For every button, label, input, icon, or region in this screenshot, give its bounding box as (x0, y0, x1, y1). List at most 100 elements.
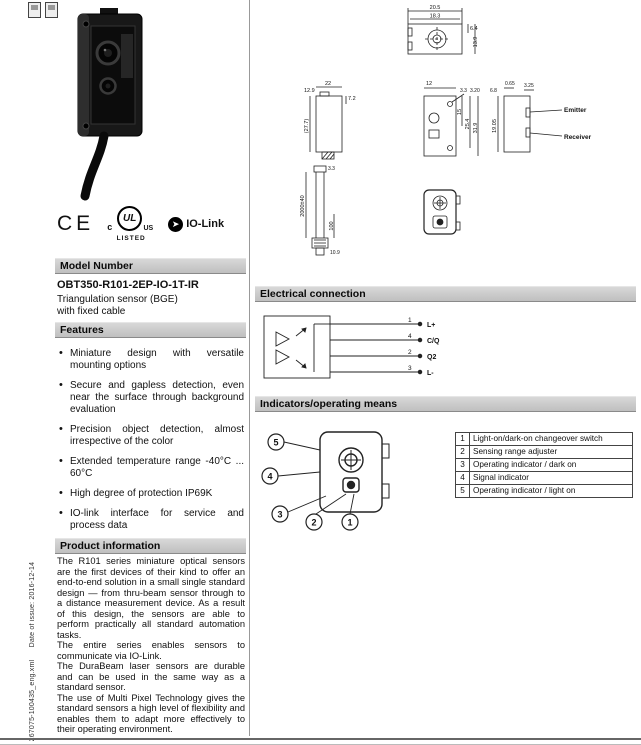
dim-label: 7.2 (348, 96, 356, 102)
pin-label: Q2 (427, 354, 436, 361)
dim-label: 3.3 (328, 166, 335, 172)
mount-hole-top (82, 20, 90, 28)
lens-glint (103, 48, 107, 52)
pin-label: C/Q (427, 338, 440, 345)
indicators-drawing: 5 4 3 2 1 (261, 431, 390, 531)
callout-3: 3 (277, 510, 282, 520)
ul-listed-icon: c UL US LISTED (107, 206, 155, 242)
sensor-side (78, 14, 89, 136)
header-icon-1 (28, 2, 41, 18)
dim-label: 0.65 (505, 81, 515, 87)
pin-number: 2 (408, 349, 412, 356)
section-header-model-number: Model Number (55, 258, 246, 274)
receiver-label: Receiver (564, 134, 592, 141)
indicator-number: 5 (455, 484, 470, 498)
feature-item: High degree of protection IP69K (57, 487, 244, 500)
dim-label: (27.7) (304, 119, 310, 134)
dim-label: 6.4 (470, 26, 478, 32)
io-link-label: IO-Link (186, 218, 225, 230)
section-header-indicators: Indicators/operating means (255, 396, 636, 412)
ce-mark-icon: CE (57, 212, 95, 235)
indicator-desc: Operating indicator / light on (469, 484, 633, 498)
date-of-issue: Date of issue: 2016-12-14 (29, 561, 36, 648)
feature-item: Extended temperature range -40°C ... 60°… (57, 455, 244, 480)
ul-circle: UL (117, 206, 143, 231)
feature-item: Miniature design with versatile mounting… (57, 347, 244, 372)
dim-label: 6.8 (490, 88, 497, 94)
dim-label: 19.05 (492, 119, 498, 133)
indicator-number: 4 (455, 471, 470, 485)
certification-row: CE c UL US LISTED ➤ IO-Link (57, 206, 243, 242)
pin-number: 1 (408, 317, 412, 324)
electrical-connection-diagram: 1 4 2 3 L+ C/Q Q2 L- (263, 315, 440, 379)
section-header-electrical: Electrical connection (255, 286, 636, 302)
table-row: 4 Signal indicator (455, 471, 633, 485)
cable (80, 131, 109, 201)
features-list: Miniature design with versatile mounting… (57, 347, 244, 540)
io-link-arrow-icon: ➤ (168, 216, 184, 232)
header-icon-2 (45, 2, 58, 18)
indicator-number: 1 (455, 432, 470, 446)
feature-item: IO-link interface for service and proces… (57, 507, 244, 532)
feature-item: Secure and gapless detection, even near … (57, 379, 244, 416)
header-icons (28, 2, 58, 18)
callout-1: 1 (347, 518, 352, 528)
model-subtype: with fixed cable (57, 306, 126, 317)
photo-top-nub (100, 8, 118, 17)
dim-label: 22 (325, 81, 331, 87)
pin-label: L+ (427, 322, 435, 329)
indicator-desc: Sensing range adjuster (469, 445, 633, 459)
pin-number: 4 (408, 333, 412, 340)
indicator-number: 2 (455, 445, 470, 459)
pin-label: L- (427, 370, 434, 377)
ul-listed-label: LISTED (116, 235, 146, 242)
table-row: 2 Sensing range adjuster (455, 445, 633, 459)
dim-label: 10.9 (330, 250, 340, 256)
dim-label: 12 (426, 81, 432, 87)
doc-number: 267075-100435_eng.xml (29, 659, 36, 741)
product-info-paragraph: The entire series enables sensors to com… (57, 640, 245, 661)
indicator-desc: Signal indicator (469, 471, 633, 485)
table-row: 5 Operating indicator / light on (455, 484, 633, 498)
callout-4: 4 (267, 472, 272, 482)
model-type: Triangulation sensor (BGE) (57, 294, 178, 305)
dim-label: 25.4 (465, 119, 471, 130)
callout-2: 2 (311, 518, 316, 528)
dimension-drawings: 20.5 18.3 6.4 13.9 22 7.2 12.9 (27.7) 12… (300, 5, 592, 256)
feature-item: Precision object detection, almost irres… (57, 423, 244, 448)
dim-label: 18.3 (430, 14, 441, 20)
mount-hole-bottom (82, 122, 90, 130)
sensor-label (121, 34, 133, 78)
dim-label: 2000±40 (300, 195, 306, 216)
emitter-label: Emitter (564, 107, 587, 114)
indicator-desc: Light-on/dark-on changeover switch (469, 432, 633, 446)
side-note: 267075-100435_eng.xml Date of issue: 201… (29, 552, 36, 741)
dim-label: 20.5 (430, 5, 441, 11)
product-info-paragraph: The DuraBeam laser sensors are durable a… (57, 661, 245, 692)
model-number: OBT350-R101-2EP-IO-1T-IR (57, 279, 199, 291)
section-header-features: Features (55, 322, 246, 338)
product-info-paragraph: The use of Multi Pixel Technology gives … (57, 692, 245, 735)
section-header-product-info: Product information (55, 538, 246, 554)
product-photo (77, 8, 143, 201)
dim-label: 12.9 (304, 88, 315, 94)
io-link-logo: ➤ IO-Link (168, 216, 225, 232)
dim-label: 15 (457, 109, 463, 115)
dim-label: 3.25 (524, 83, 534, 89)
dim-label: 31.9 (473, 123, 479, 134)
table-row: 1 Light-on/dark-on changeover switch (455, 432, 633, 446)
footer-rule (0, 738, 641, 740)
indicator-number: 3 (455, 458, 470, 472)
lens-large-inner (104, 49, 112, 57)
indicators-table: 1 Light-on/dark-on changeover switch 2 S… (455, 432, 633, 498)
callout-5: 5 (273, 438, 278, 448)
indicator-desc: Operating indicator / dark on (469, 458, 633, 472)
dim-label: 100 (329, 221, 335, 230)
ul-c: c (107, 222, 113, 232)
pin-number: 3 (408, 365, 412, 372)
product-info-text: The R101 series miniature optical sensor… (57, 556, 245, 735)
table-row: 3 Operating indicator / dark on (455, 458, 633, 472)
lens-small-inner (105, 83, 111, 89)
column-divider (249, 0, 250, 736)
